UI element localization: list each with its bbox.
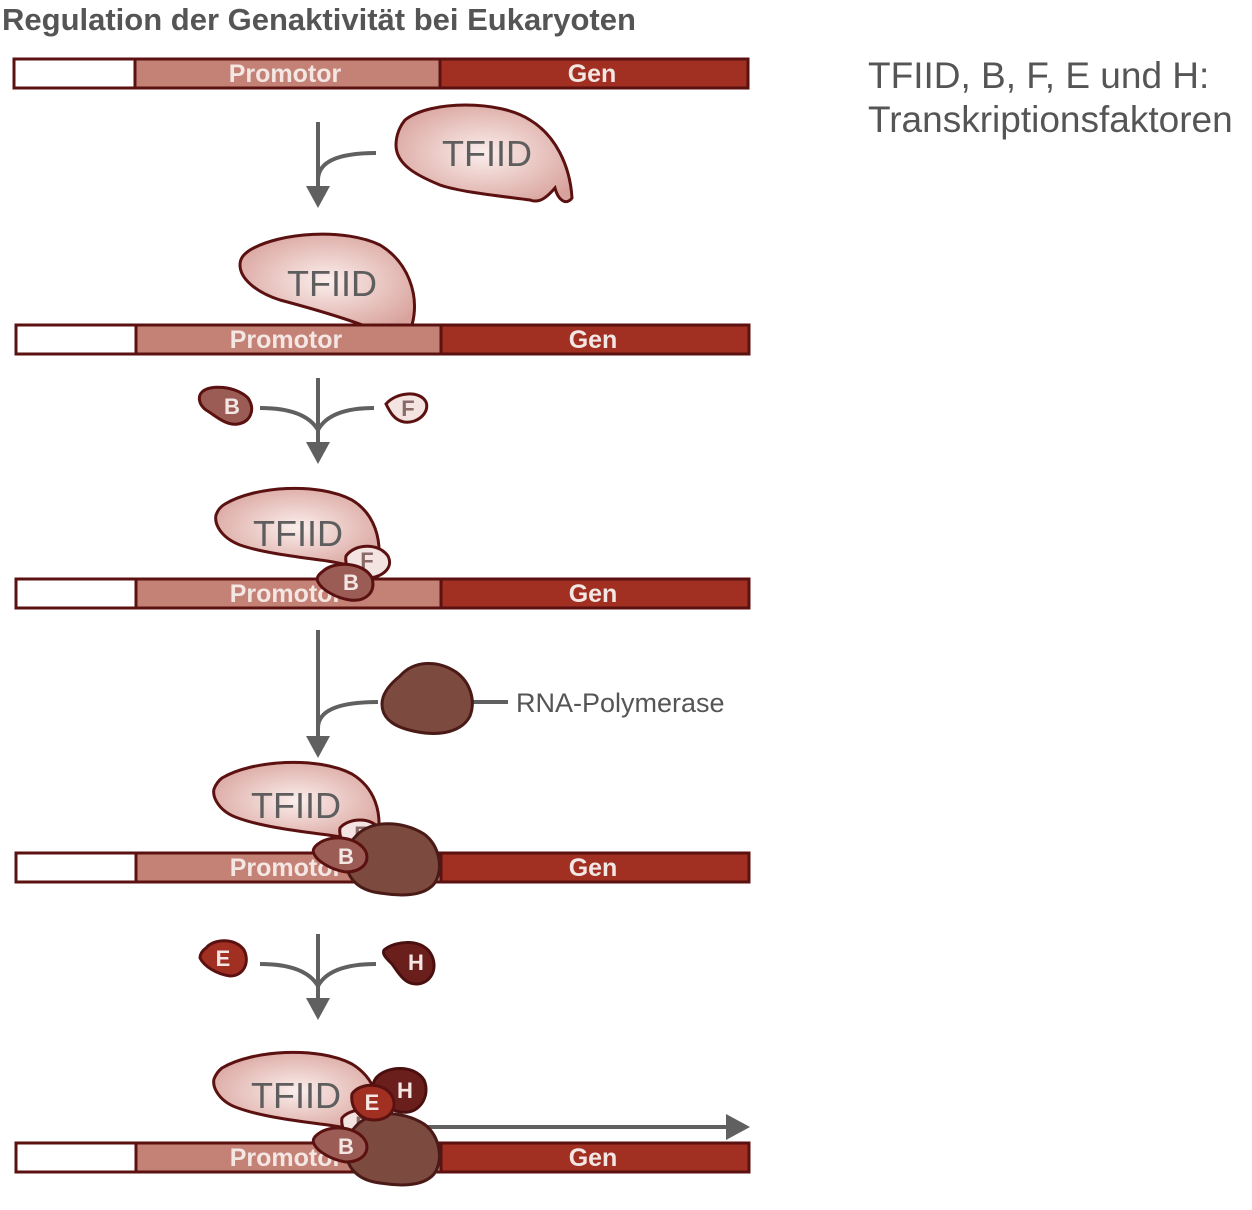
- gen-label: Gen: [569, 580, 618, 608]
- f-factor-free: F: [384, 392, 429, 424]
- b-factor-bound-3: B: [315, 562, 375, 602]
- promotor-label: Promotor: [230, 326, 343, 354]
- transcription-arrow: [418, 1114, 750, 1140]
- gen-label: Gen: [569, 326, 618, 354]
- b-label: B: [224, 394, 240, 419]
- gene-segment: [439, 577, 751, 610]
- gene-segment: [439, 323, 751, 356]
- gen-label: Gen: [569, 1144, 618, 1172]
- b-factor-bound-5: B: [311, 1126, 369, 1164]
- b-factor-free: B: [197, 385, 254, 426]
- tfiid-label: TFIID: [251, 785, 341, 826]
- rna-polymerase-free: [380, 661, 474, 735]
- e-label: E: [216, 946, 231, 971]
- dna-strand-2: Promotor Gen: [14, 323, 751, 356]
- tfiid-label: TFIID: [253, 513, 343, 554]
- b-label: B: [338, 844, 354, 869]
- promotor-segment: [134, 323, 443, 356]
- e-label: E: [365, 1090, 380, 1115]
- gen-label: Gen: [568, 60, 617, 88]
- h-label: H: [397, 1078, 413, 1103]
- dna-strand-1: Promotor Gen: [12, 57, 750, 90]
- promotor-segment: [134, 577, 443, 610]
- diagram-title: Regulation der Genaktivität bei Eukaryot…: [2, 2, 636, 37]
- b-factor-bound-4: B: [311, 836, 369, 874]
- tfiid-label: TFIID: [442, 133, 532, 174]
- legend-line-2: Transkriptionsfaktoren: [868, 99, 1233, 140]
- e-factor-free: E: [198, 939, 248, 978]
- b-label: B: [338, 1134, 354, 1159]
- tfiid-bound-5: TFIID: [212, 1050, 381, 1131]
- f-label: F: [360, 548, 373, 573]
- tfiid-bound-3: TFIID: [214, 486, 381, 569]
- tfiid-free: TFIID: [394, 103, 574, 204]
- tfiid-bound-2: TFIID: [238, 232, 416, 330]
- f-label: F: [401, 396, 414, 421]
- arrow-3: [306, 630, 508, 758]
- tfiid-bound-4: TFIID: [212, 760, 381, 841]
- legend-line-1: TFIID, B, F, E und H:: [868, 55, 1209, 96]
- b-label: B: [343, 570, 359, 595]
- arrow-2: [259, 378, 375, 464]
- promotor-label: Promotor: [229, 60, 342, 88]
- gene-segment: [438, 57, 750, 90]
- e-factor-bound-5: E: [350, 1083, 396, 1122]
- h-factor-free: H: [382, 941, 436, 986]
- tfiid-label: TFIID: [251, 1075, 341, 1116]
- gen-label: Gen: [569, 854, 618, 882]
- arrow-4: [259, 934, 377, 1020]
- tfiid-label: TFIID: [287, 263, 377, 304]
- dna-strand-3: Promotor Gen: [14, 577, 751, 610]
- promotor-segment: [133, 57, 442, 90]
- h-label: H: [408, 950, 424, 975]
- rna-polymerase-label: RNA-Polymerase: [516, 688, 725, 718]
- arrow-1: [306, 122, 377, 208]
